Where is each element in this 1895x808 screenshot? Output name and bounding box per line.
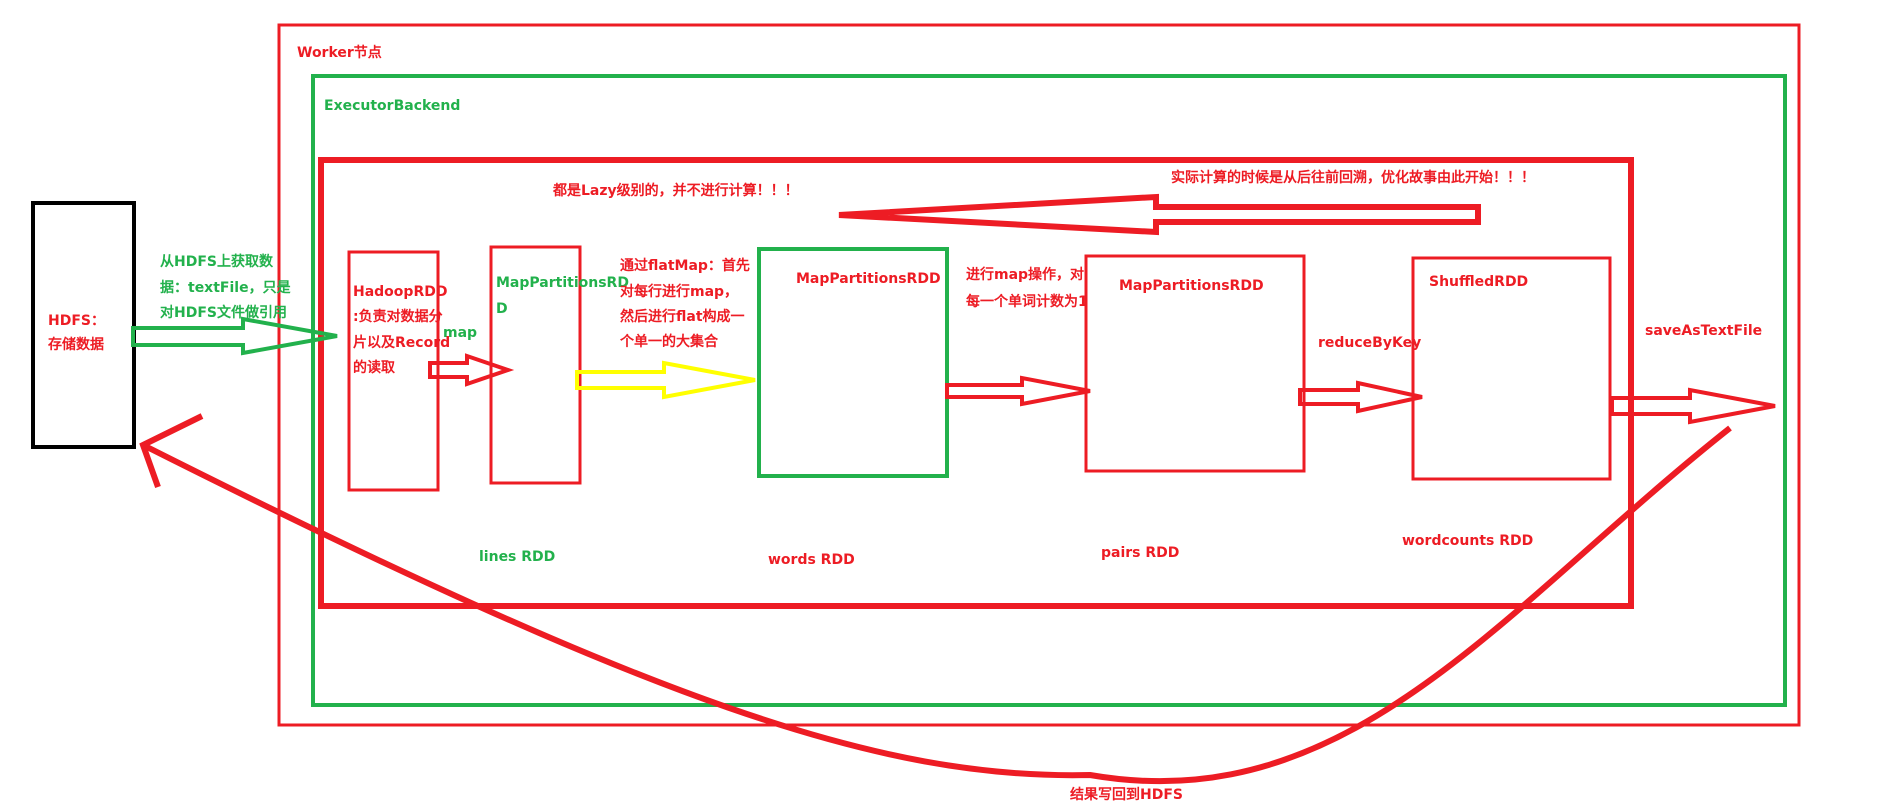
map-count-op-line-2: 每一个单词计数为1 [966, 294, 1088, 310]
rdd-pipeline-box [318, 157, 1634, 609]
write-back-curve [141, 425, 1732, 785]
map-partitions-rdd-3-name: MapPartitionsRDD [1119, 278, 1264, 294]
flat-map-op-line-1: 通过flatMap：首先 [620, 258, 750, 274]
hadoop-rdd-box [347, 250, 440, 492]
map-arrow [428, 353, 515, 387]
save-as-text-file-op-label: saveAsTextFile [1645, 323, 1763, 339]
write-back-arrowhead [139, 413, 204, 489]
text-file-op-line-3: 对HDFS文件做引用 [160, 305, 287, 321]
map-op-label: map [443, 325, 478, 341]
flat-map-op-line-4: 个单一的大集合 [620, 334, 718, 350]
text-file-op-line-1: 从HDFS上获取数 [160, 254, 273, 270]
reduce-by-key-op-label: reduceByKey [1318, 335, 1422, 351]
backtrack-arrow [838, 193, 1481, 236]
flat-map-op-line-2: 对每行进行map， [620, 284, 739, 300]
hadoop-rdd-desc-line-1: :负责对数据分 [353, 309, 443, 325]
map-partitions-rdd-2-box [757, 247, 949, 478]
hdfs-box [31, 201, 136, 449]
text-file-arrow [131, 316, 338, 356]
executor-backend-box [311, 74, 1787, 707]
flat-map-arrow [575, 360, 756, 400]
worker-node-box [277, 23, 1801, 727]
map-partitions-rdd-1-name-line-1: MapPartitionsRD [496, 275, 629, 291]
shuffled-rdd-box [1411, 256, 1612, 481]
pairs-rdd-label: pairs RDD [1101, 545, 1180, 561]
lines-rdd-label: lines RDD [479, 549, 556, 565]
reduce-by-key-arrow [1298, 380, 1423, 414]
worker-node-label: Worker节点 [297, 45, 382, 61]
write-back-note: 结果写回到HDFS [1070, 787, 1183, 803]
map-count-arrow [945, 375, 1091, 407]
wordcounts-rdd-label: wordcounts RDD [1402, 533, 1534, 549]
hdfs-title: HDFS： [48, 313, 105, 329]
words-rdd-label: words RDD [768, 552, 855, 568]
map-count-op-line-1: 进行map操作，对 [966, 267, 1085, 283]
map-partitions-rdd-2-name: MapPartitionsRDD [796, 271, 941, 287]
hdfs-subtitle: 存储数据 [48, 337, 104, 353]
hadoop-rdd-desc-line-3: 的读取 [353, 360, 395, 376]
text-file-op-line-2: 据：textFile，只是 [160, 280, 291, 296]
save-as-text-file-arrow [1610, 387, 1776, 425]
executor-backend-label: ExecutorBackend [324, 98, 461, 114]
hadoop-rdd-name: HadoopRDD [353, 284, 448, 300]
hadoop-rdd-desc-line-2: 片以及Record [353, 335, 451, 351]
shuffled-rdd-name: ShuffledRDD [1429, 274, 1529, 290]
backtrack-note: 实际计算的时候是从后往前回溯，优化故事由此开始！！！ [1171, 170, 1535, 186]
flat-map-op-line-3: 然后进行flat构成一 [620, 309, 745, 325]
lazy-note: 都是Lazy级别的，并不进行计算！！！ [553, 183, 799, 199]
map-partitions-rdd-3-box [1084, 254, 1306, 473]
map-partitions-rdd-1-name-line-2: D [496, 301, 508, 317]
